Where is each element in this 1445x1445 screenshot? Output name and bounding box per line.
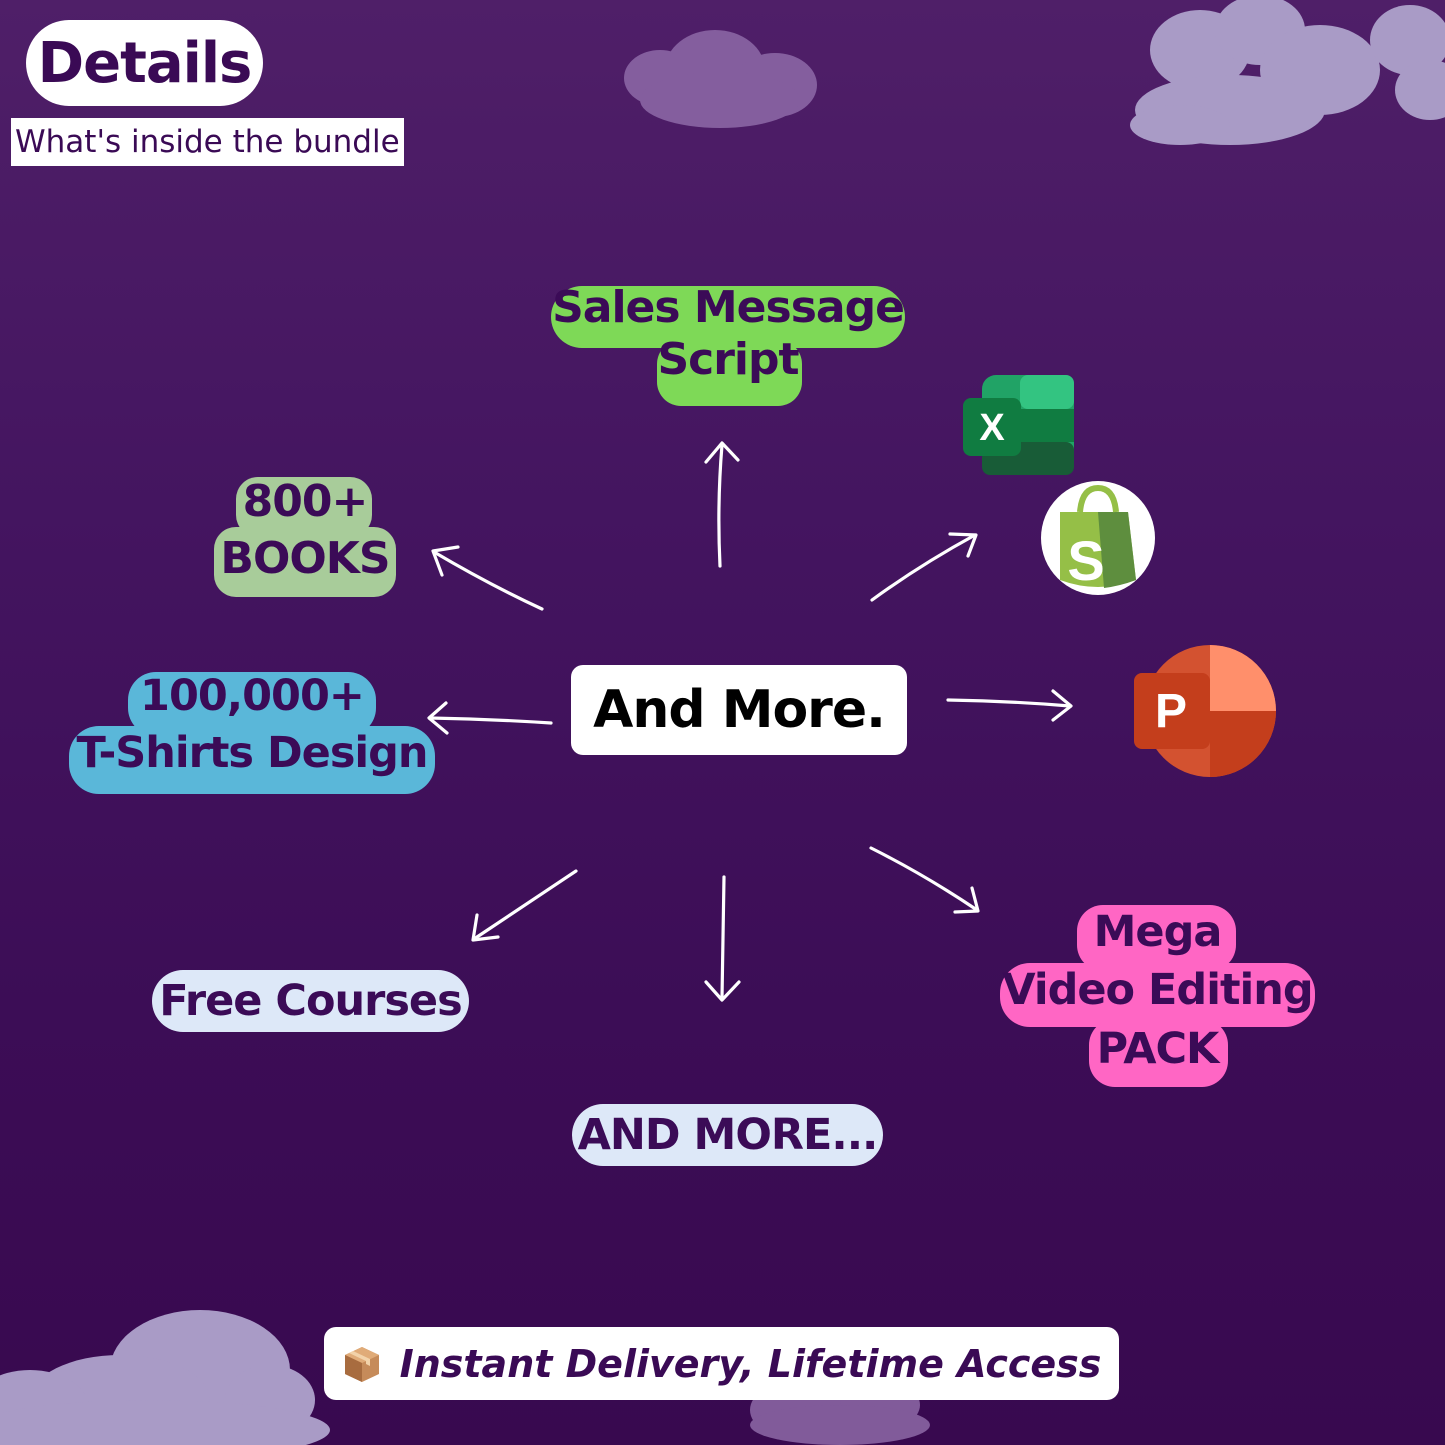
and-more-label: AND MORE... [577, 1110, 879, 1160]
arrow-down [704, 875, 741, 1002]
sales-label-line2: Script [657, 333, 799, 385]
tshirts-bg-line2 [69, 726, 435, 794]
excel-letter: X [979, 407, 1005, 449]
sales-label-line1: Sales Message [552, 282, 905, 333]
courses-label: Free Courses [159, 976, 462, 1026]
center-hub: And More. [571, 665, 907, 755]
package-icon [342, 1344, 382, 1384]
books-label-line1: 800+ [242, 476, 369, 527]
video-label-line1: Mega [1093, 907, 1223, 957]
video-bg-line3 [1089, 1019, 1228, 1087]
books-label-line2: BOOKS [220, 533, 390, 585]
video-bg-line1 [1077, 905, 1236, 971]
shopify-icon: S [1041, 481, 1155, 595]
more-bg [572, 1104, 883, 1166]
arrow-up-right [870, 532, 978, 602]
powerpoint-icon: P [1134, 645, 1276, 777]
sales-bg-line1 [551, 286, 905, 348]
books-bg-line1 [236, 477, 372, 537]
tshirts-label-line2: T-Shirts Design [76, 728, 428, 779]
books-label: 800+ BOOKS [205, 473, 405, 587]
books-bg-line2 [214, 527, 396, 597]
page-subtitle: What's inside the bundle [11, 118, 404, 166]
shopify-letter: S [1067, 529, 1104, 592]
arrow-down-right [869, 846, 980, 914]
tshirts-label-line1: 100,000+ [140, 671, 365, 721]
video-label: Mega Video Editing PACK [990, 903, 1325, 1078]
arrow-up [704, 441, 740, 568]
sales-bg-line2 [657, 340, 802, 406]
arrow-right [946, 689, 1073, 722]
page-title: Details [26, 20, 263, 106]
tshirts-bg-line1 [128, 672, 376, 736]
arrow-down-left [471, 869, 578, 942]
excel-icon: X [963, 375, 1074, 475]
footer-banner: Instant Delivery, Lifetime Access [324, 1327, 1119, 1400]
arrow-up-left [431, 545, 544, 611]
cloud-top-center [624, 30, 817, 128]
tshirts-label: 100,000+ T-Shirts Design [60, 668, 444, 782]
sales-label: Sales Message Script [540, 282, 916, 386]
courses-bg [152, 970, 469, 1032]
cloud-top-right [1130, 0, 1445, 145]
cloud-bottom-left [0, 1310, 330, 1445]
powerpoint-letter: P [1155, 685, 1187, 738]
video-label-line3: PACK [1096, 1023, 1220, 1074]
arrow-left [427, 701, 553, 735]
video-label-line2: Video Editing [1002, 965, 1313, 1016]
footer-text: Instant Delivery, Lifetime Access [399, 1341, 1102, 1386]
video-bg-line2 [1000, 963, 1315, 1027]
